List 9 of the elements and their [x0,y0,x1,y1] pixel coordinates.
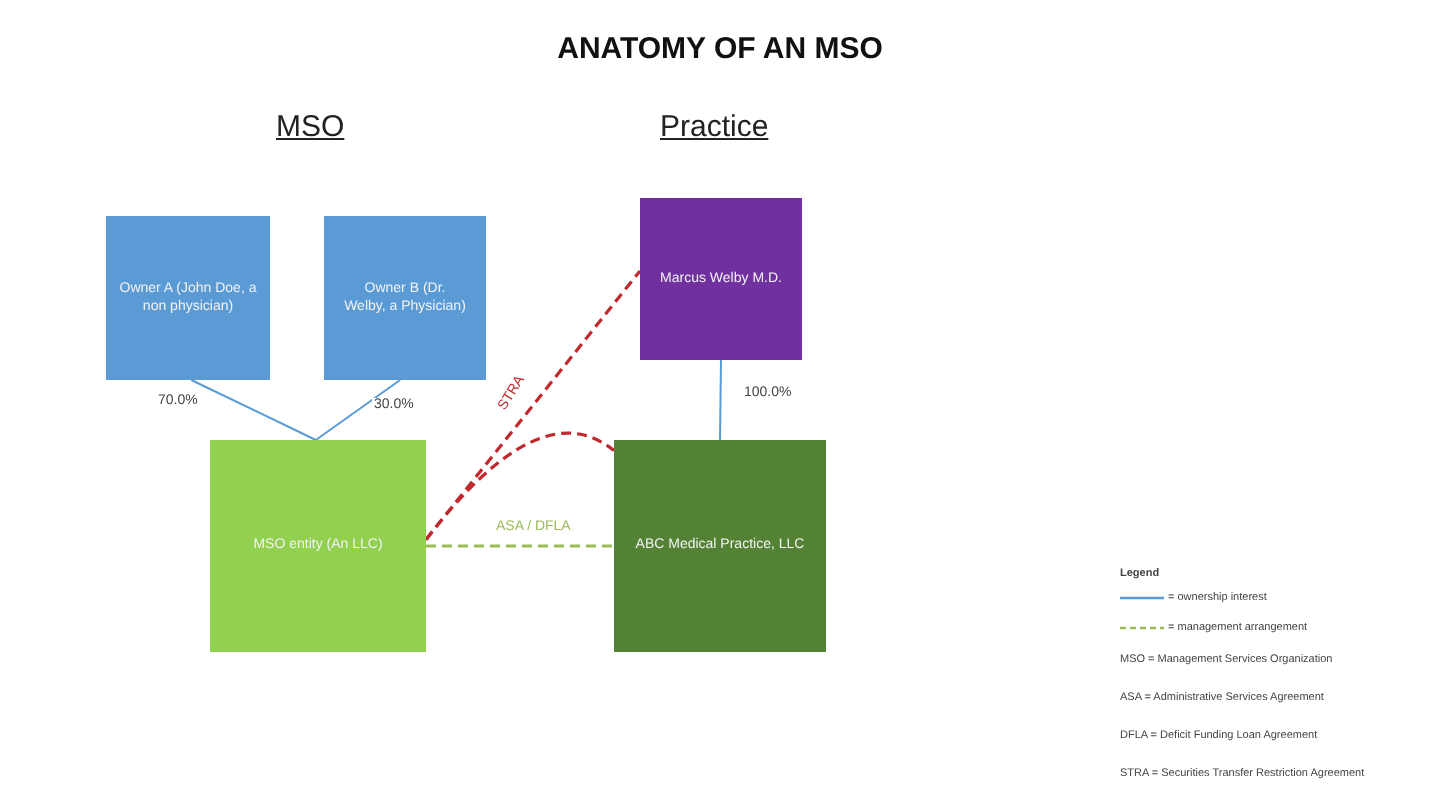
section-heading: Practice [660,112,769,145]
connector [719,359,722,441]
section-heading: MSO [276,112,345,145]
title: ANATOMY OF AN MSO [555,32,885,66]
connector [424,431,615,541]
connector [426,544,614,548]
connector [314,379,402,441]
connector [424,269,642,541]
connector [190,379,317,441]
